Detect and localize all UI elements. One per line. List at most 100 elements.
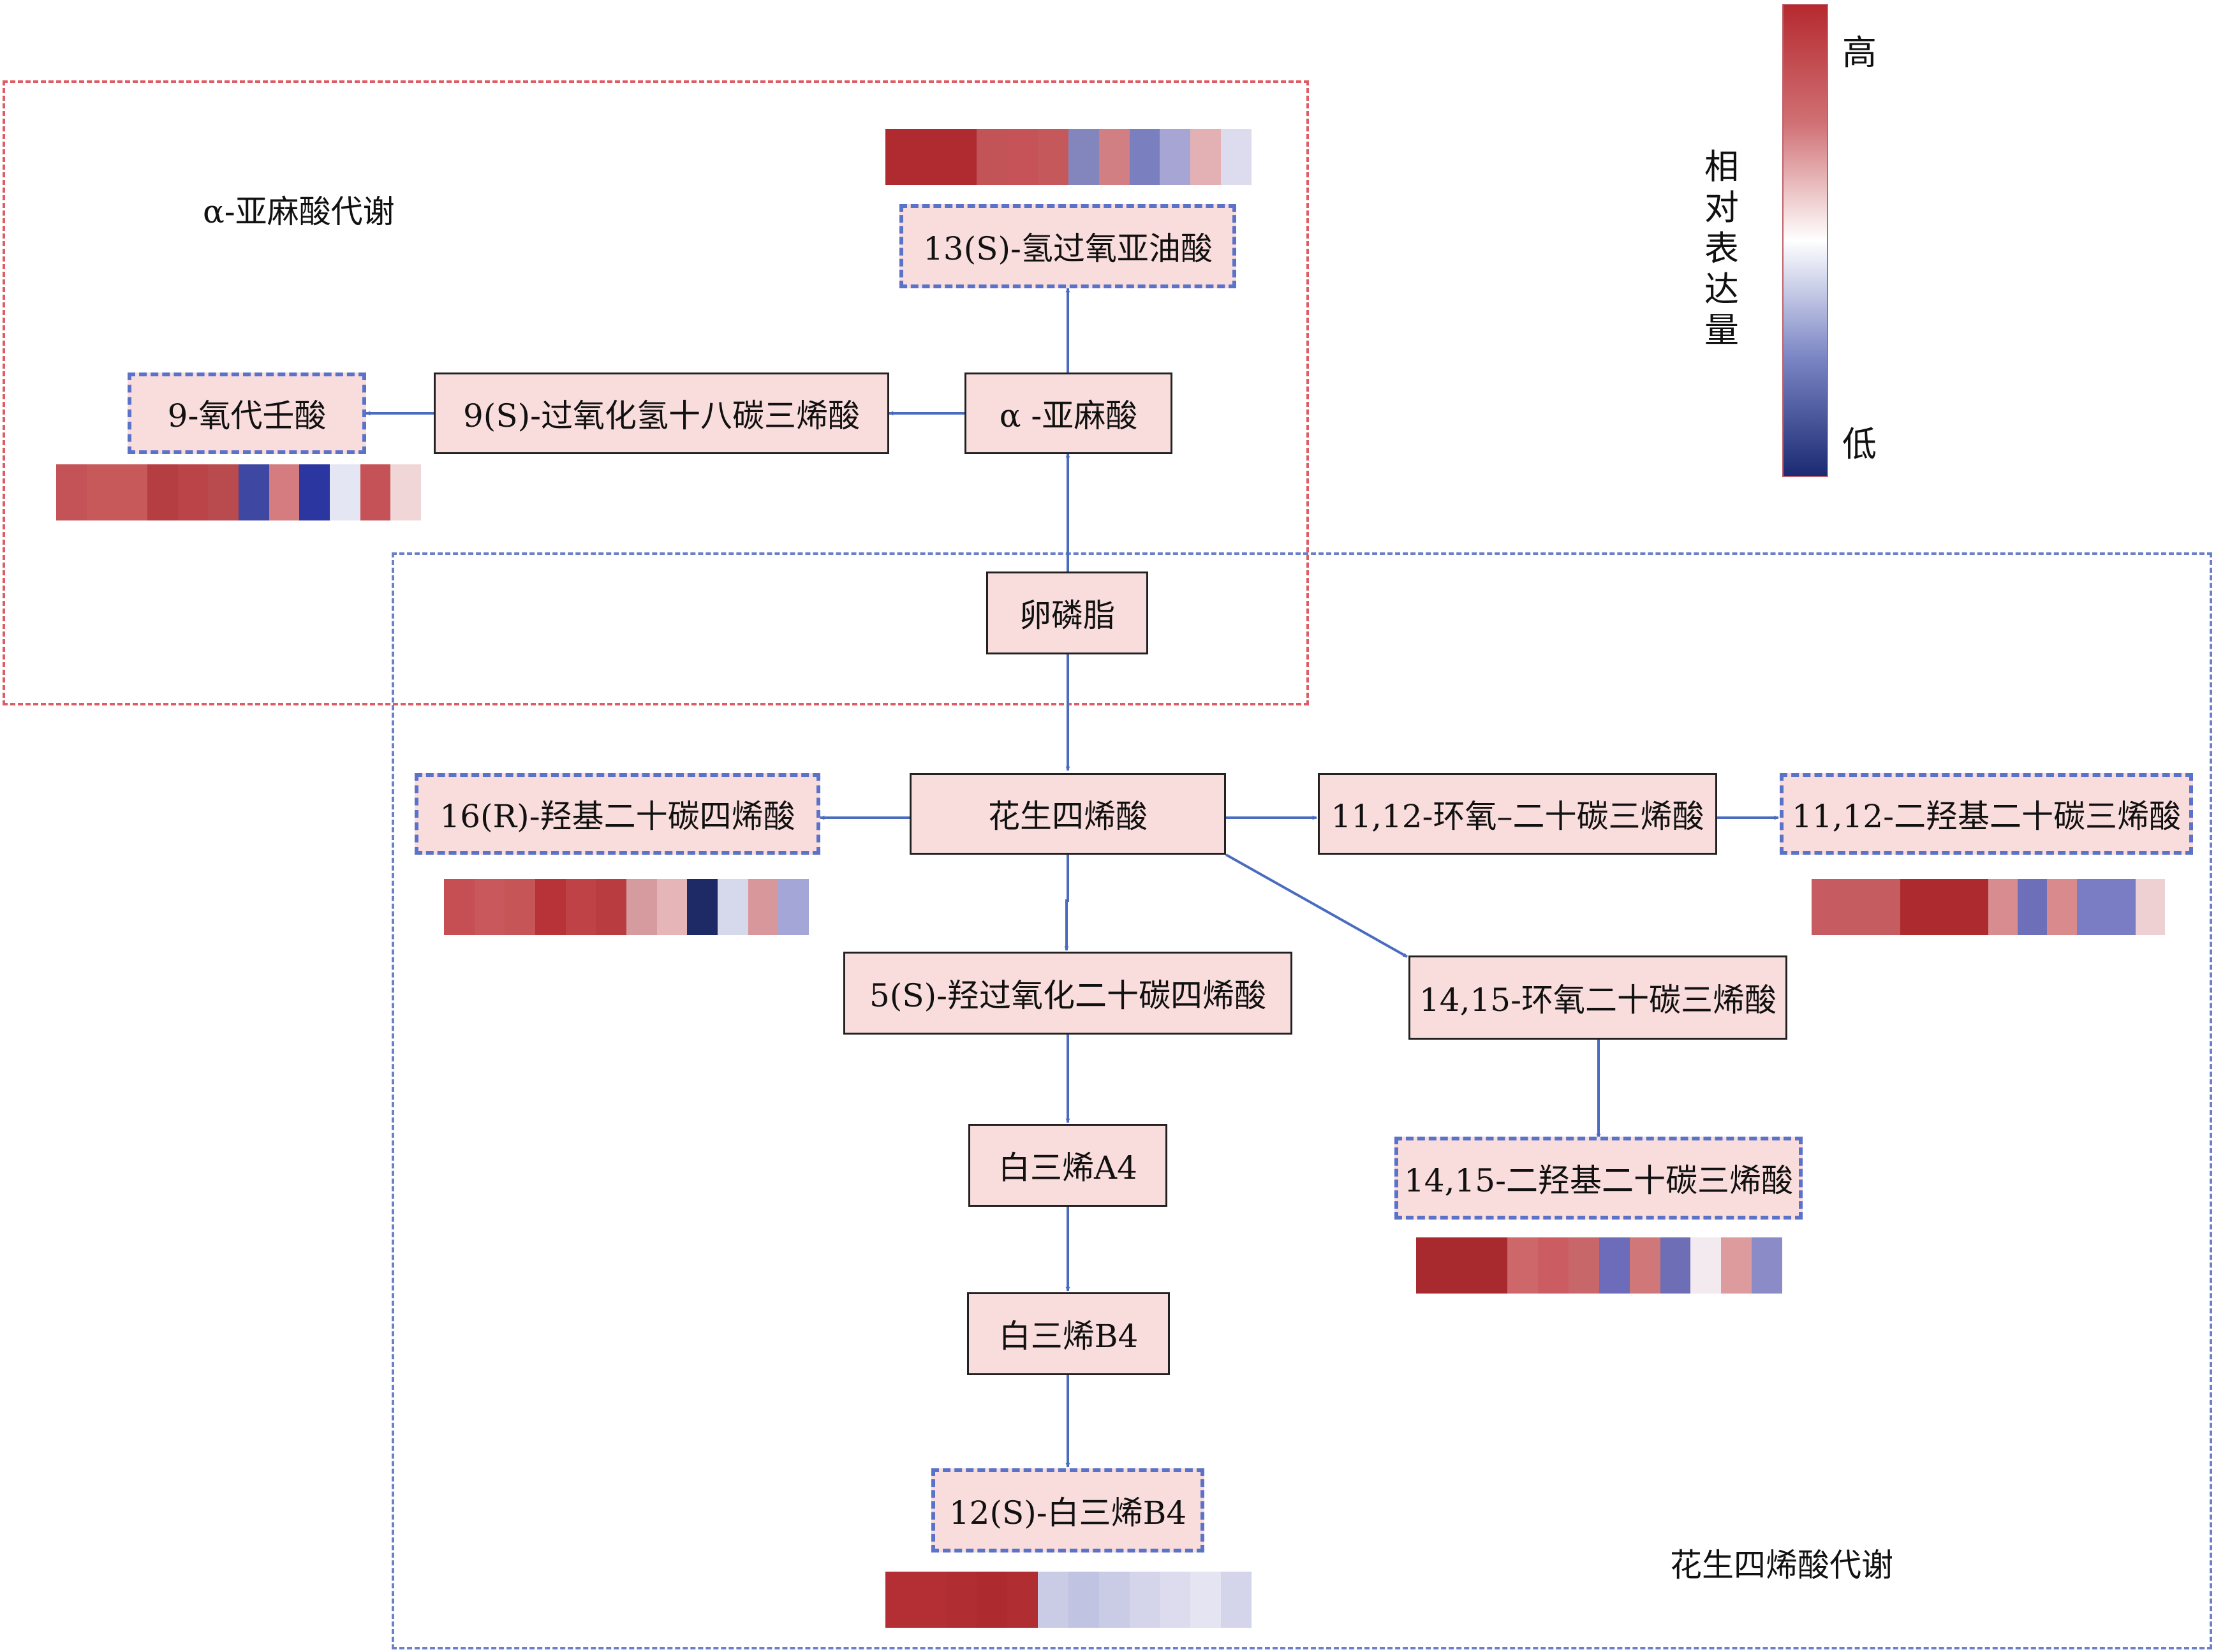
heatmap-cell [1929, 879, 1959, 935]
heatmap-cell [147, 464, 178, 520]
heatmap-cell [1160, 129, 1191, 185]
legend-title: 相对表达量 [1704, 147, 1739, 350]
heatmap-cell [2018, 879, 2048, 935]
heatmap-cell [117, 464, 148, 520]
heatmap-cell [269, 464, 300, 520]
arachidonic-region-label: 花生四烯酸代谢 [1670, 1547, 1893, 1584]
heatmap-cell [474, 879, 505, 935]
heatmap-cell [626, 879, 657, 935]
heatmap-cell [1129, 129, 1160, 185]
heatmap-cell [1870, 879, 1900, 935]
heatmap-cell [1221, 129, 1252, 185]
heatmap-cell [330, 464, 360, 520]
heatmap-cell [977, 1572, 1008, 1628]
heatmap-cell [299, 464, 330, 520]
node-leukotriene-a4: 白三烯A4 [968, 1124, 1167, 1207]
heatmap-cell [1690, 1237, 1722, 1294]
heatmap-13s-hpode [885, 129, 1252, 185]
heatmap-cell [1068, 129, 1099, 185]
heatmap-cell [2047, 879, 2077, 935]
color-scale-bar [1782, 4, 1828, 477]
heatmap-cell [1068, 1572, 1099, 1628]
heatmap-cell [1841, 879, 1871, 935]
heatmap-9-oxononanoic-acid [56, 464, 422, 520]
heatmap-cell [1098, 129, 1130, 185]
heatmap-cell [1538, 1237, 1569, 1294]
heatmap-cell [1569, 1237, 1599, 1294]
heatmap-cell [565, 879, 596, 935]
alpha-linolenic-region-label: α-亚麻酸代谢 [203, 193, 395, 230]
heatmap-cell [778, 879, 809, 935]
heatmap-14-15-dhet [1416, 1237, 1782, 1294]
node-arachidonic-acid: 花生四烯酸 [910, 773, 1226, 855]
heatmap-cell [1958, 879, 1989, 935]
heatmap-cell [1507, 1237, 1539, 1294]
heatmap-cell [2106, 879, 2136, 935]
heatmap-cell [239, 464, 269, 520]
heatmap-cell [177, 464, 209, 520]
node-9s-hpotre: 9(S)-过氧化氢十八碳三烯酸 [434, 372, 889, 454]
legend-high-label: 高 [1842, 33, 1877, 73]
node-14-15-dhet: 14,15-二羟基二十碳三烯酸 [1394, 1137, 1803, 1220]
heatmap-cell [2076, 879, 2106, 935]
heatmap-cell [1129, 1572, 1160, 1628]
heatmap-cell [1477, 1237, 1508, 1294]
heatmap-cell [1007, 1572, 1038, 1628]
heatmap-cell [444, 879, 475, 935]
node-11-12-eet: 11,12-环氧–二十碳三烯酸 [1318, 773, 1717, 855]
node-12s-ltb4: 12(S)-白三烯B4 [931, 1468, 1204, 1552]
node-9-oxononanoic-acid: 9-氧代壬酸 [128, 372, 366, 454]
heatmap-cell [1446, 1237, 1477, 1294]
heatmap-cell [1752, 1237, 1782, 1294]
heatmap-cell [1038, 1572, 1068, 1628]
heatmap-cell [1660, 1237, 1691, 1294]
heatmap-cell [505, 879, 536, 935]
heatmap-cell [1988, 879, 2018, 935]
node-5s-hpete: 5(S)-羟过氧化二十碳四烯酸 [843, 952, 1292, 1035]
heatmap-cell [687, 879, 718, 935]
node-13s-hpode: 13(S)-氢过氧亚油酸 [899, 204, 1236, 288]
node-11-12-dhet: 11,12-二羟基二十碳三烯酸 [1780, 773, 2193, 855]
arrow-aa-to-eet1415 [1225, 853, 1408, 958]
heatmap-cell [885, 129, 916, 185]
node-16r-hete: 16(R)-羟基二十碳四烯酸 [415, 773, 820, 855]
heatmap-cell [1007, 129, 1038, 185]
heatmap-cell [360, 464, 391, 520]
heatmap-16r-hete [444, 879, 809, 935]
heatmap-cell [1629, 1237, 1660, 1294]
heatmap-cell [977, 129, 1008, 185]
heatmap-cell [718, 879, 748, 935]
heatmap-cell [915, 1572, 947, 1628]
heatmap-cell [1599, 1237, 1630, 1294]
node-leukotriene-b4: 白三烯B4 [967, 1292, 1170, 1375]
heatmap-cell [535, 879, 566, 935]
heatmap-cell [86, 464, 117, 520]
node-14-15-eet: 14,15-环氧二十碳三烯酸 [1408, 955, 1787, 1040]
heatmap-cell [56, 464, 87, 520]
arrow-aa-to-hpete5s [1064, 855, 1069, 951]
heatmap-cell [1900, 879, 1930, 935]
heatmap-cell [1038, 129, 1068, 185]
heatmap-cell [2135, 879, 2166, 935]
heatmap-cell [596, 879, 627, 935]
arachidonic-region [392, 552, 2212, 1649]
heatmap-cell [1416, 1237, 1447, 1294]
heatmap-cell [885, 1572, 916, 1628]
heatmap-12s-ltb4 [885, 1572, 1252, 1628]
heatmap-cell [390, 464, 422, 520]
heatmap-cell [1221, 1572, 1252, 1628]
heatmap-cell [1160, 1572, 1191, 1628]
node-alpha-linolenic-acid: α -亚麻酸 [964, 372, 1172, 454]
heatmap-cell [946, 1572, 977, 1628]
node-lecithin: 卵磷脂 [986, 572, 1148, 654]
heatmap-11-12-dhet [1812, 879, 2166, 935]
alpha-linolenic-region [3, 80, 1309, 705]
heatmap-cell [1098, 1572, 1130, 1628]
heatmap-cell [748, 879, 779, 935]
heatmap-cell [1190, 1572, 1222, 1628]
heatmap-cell [1721, 1237, 1752, 1294]
heatmap-cell [208, 464, 239, 520]
heatmap-cell [656, 879, 688, 935]
